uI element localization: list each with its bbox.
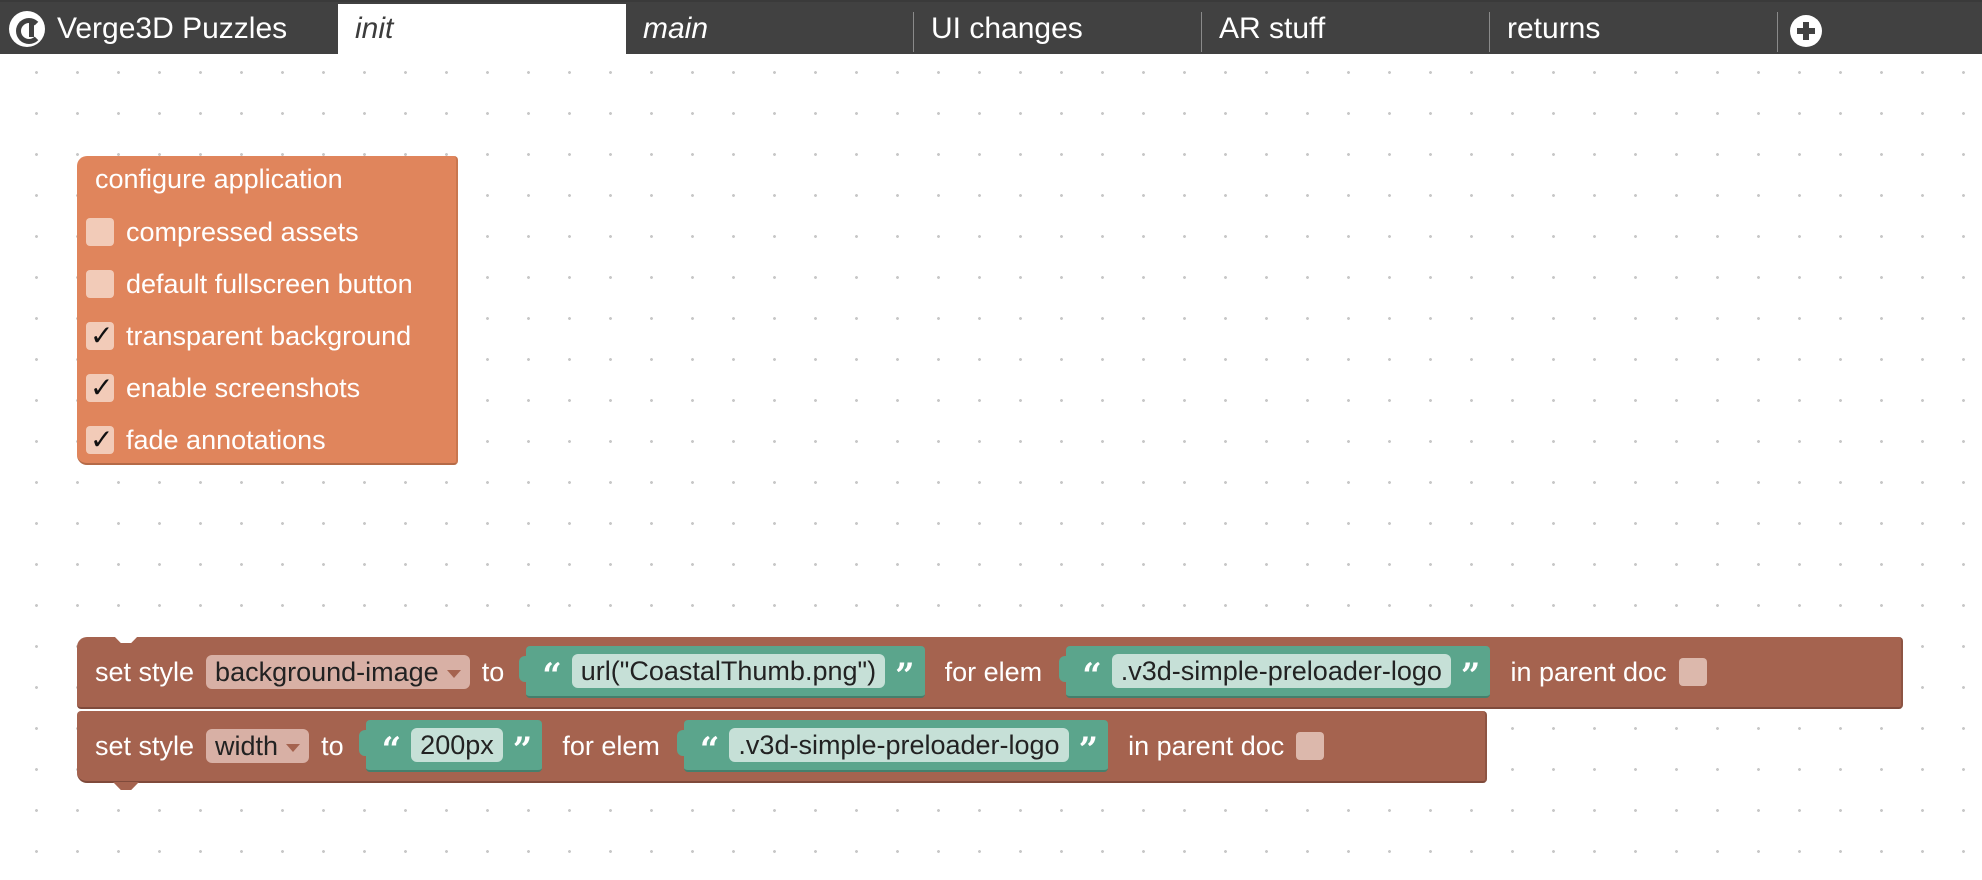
add-tab-plus-icon[interactable] — [1790, 15, 1822, 47]
tab-divider — [1201, 12, 1202, 52]
tab-init[interactable]: init — [338, 4, 626, 54]
to-label: to — [481, 656, 505, 687]
set-style-block[interactable]: set style width to “ 200px ” for elem “ … — [77, 711, 1487, 790]
block-title: configure application — [95, 164, 343, 194]
close-quote-icon: ” — [895, 656, 915, 696]
block-bottom-tab — [113, 782, 139, 790]
option-transparent-background: transparent background — [86, 318, 411, 354]
option-fade-annotations: fade annotations — [86, 422, 326, 458]
dropdown-arrow-icon — [446, 669, 461, 678]
tab-ar-stuff[interactable]: AR stuff — [1202, 4, 1490, 54]
tab-bar: Verge3D Puzzles init main UI changes AR … — [0, 0, 1982, 54]
close-quote-icon: ” — [512, 730, 533, 770]
checkbox-enable-screenshots[interactable] — [86, 371, 114, 404]
tab-label: returns — [1507, 12, 1601, 45]
tab-divider — [1777, 12, 1778, 52]
tab-label: init — [355, 12, 394, 45]
option-enable-screenshots: enable screenshots — [86, 370, 360, 406]
checkbox-fade-annotations[interactable] — [86, 423, 114, 456]
open-quote-icon: “ — [699, 730, 720, 770]
open-quote-icon: “ — [542, 656, 562, 696]
for-elem-label: for elem — [944, 656, 1043, 687]
in-parent-doc-label: in parent doc — [1128, 730, 1285, 761]
text-value-field[interactable]: url("CoastalThumb.png") — [571, 654, 886, 688]
tab-divider — [913, 12, 914, 52]
text-value-block[interactable]: “ 200px ” — [358, 720, 543, 772]
close-quote-icon: ” — [1460, 656, 1481, 696]
dropdown-value: background-image — [215, 656, 439, 687]
set-style-block[interactable]: set style background-image to “ url("Coa… — [77, 635, 1903, 709]
brand-label: Verge3D Puzzles — [57, 12, 288, 45]
option-default-fullscreen-button: default fullscreen button — [86, 266, 413, 302]
open-quote-icon: “ — [381, 730, 402, 770]
element-selector-field[interactable]: .v3d-simple-preloader-logo — [1111, 654, 1451, 688]
to-label: to — [321, 730, 344, 761]
option-label: fade annotations — [126, 424, 326, 455]
dropdown-value: width — [215, 730, 279, 761]
checkbox-default-fullscreen-button[interactable] — [86, 270, 114, 298]
checkbox-compressed-assets[interactable] — [86, 218, 114, 246]
text-value-field[interactable]: 200px — [411, 728, 503, 762]
tab-label: main — [643, 12, 709, 45]
option-label: transparent background — [126, 320, 412, 351]
close-quote-icon: ” — [1078, 730, 1099, 770]
style-property-dropdown[interactable]: background-image — [206, 655, 470, 689]
option-label: default fullscreen button — [126, 268, 413, 299]
tab-ui-changes[interactable]: UI changes — [914, 4, 1202, 54]
open-quote-icon: “ — [1082, 656, 1102, 696]
in-parent-doc-label: in parent doc — [1510, 656, 1667, 687]
checkbox-transparent-background[interactable] — [86, 319, 114, 352]
set-style-label: set style — [95, 656, 195, 687]
tab-main[interactable]: main — [626, 4, 914, 54]
tab-label: UI changes — [931, 12, 1083, 45]
configure-application-block[interactable]: configure application compressed assets … — [77, 156, 458, 465]
option-label: enable screenshots — [126, 372, 361, 403]
tab-returns[interactable]: returns — [1490, 4, 1778, 54]
element-selector-block[interactable]: “ .v3d-simple-preloader-logo ” — [1059, 646, 1491, 698]
for-elem-label: for elem — [562, 730, 660, 761]
option-compressed-assets: compressed assets — [86, 214, 359, 250]
tab-label: AR stuff — [1219, 12, 1326, 45]
set-style-label: set style — [95, 730, 195, 761]
block-notch — [113, 635, 139, 643]
in-parent-doc-checkbox[interactable] — [1678, 658, 1707, 686]
brand-menu[interactable]: Verge3D Puzzles — [0, 4, 338, 54]
text-value-block[interactable]: “ url("CoastalThumb.png") ” — [519, 646, 925, 698]
style-property-dropdown[interactable]: width — [206, 729, 310, 763]
in-parent-doc-checkbox[interactable] — [1296, 732, 1325, 760]
tab-divider — [1489, 12, 1490, 52]
element-selector-block[interactable]: “ .v3d-simple-preloader-logo ” — [676, 720, 1109, 772]
option-label: compressed assets — [126, 216, 359, 247]
verge3d-logo-icon — [9, 11, 45, 47]
element-selector-field[interactable]: .v3d-simple-preloader-logo — [729, 728, 1069, 762]
dropdown-arrow-icon — [286, 743, 301, 752]
